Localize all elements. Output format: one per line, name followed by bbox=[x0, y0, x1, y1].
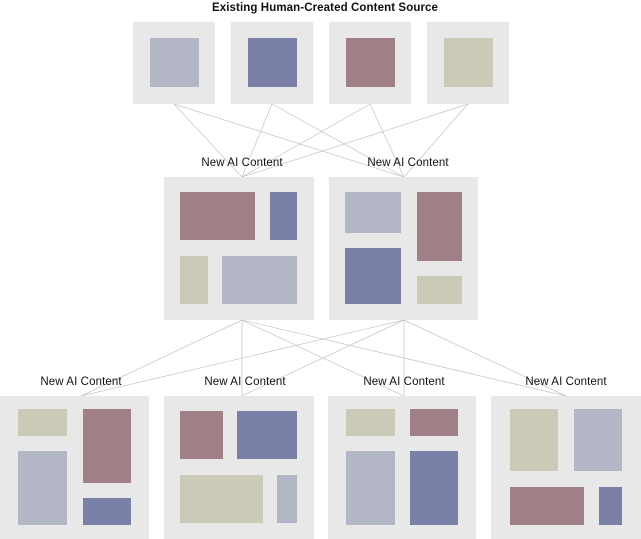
edge-mid-1-to-bottom-1 bbox=[80, 319, 243, 397]
edge-source-4-to-mid-2 bbox=[403, 103, 469, 178]
content-panels bbox=[0, 22, 641, 539]
bottom-2-label: New AI Content bbox=[204, 376, 286, 388]
content-block-khaki bbox=[346, 409, 395, 436]
content-block-slate bbox=[18, 451, 67, 525]
panel-bottom-1 bbox=[0, 396, 149, 539]
content-block-blue bbox=[410, 451, 458, 525]
content-block-mauve bbox=[510, 487, 584, 525]
panel-source-4 bbox=[427, 22, 509, 104]
edge-source-3-to-mid-1 bbox=[241, 103, 371, 178]
content-block-blue bbox=[237, 411, 297, 459]
content-block-mauve bbox=[180, 192, 255, 240]
panel-bottom-3 bbox=[328, 396, 476, 539]
panel-mid-right bbox=[329, 177, 478, 320]
content-block-khaki bbox=[417, 276, 462, 304]
content-block-mauve bbox=[417, 192, 462, 261]
content-block-khaki bbox=[510, 409, 558, 471]
content-block-blue bbox=[248, 38, 297, 87]
mid-right-label: New AI Content bbox=[367, 157, 449, 169]
mid-left-label: New AI Content bbox=[201, 157, 283, 169]
content-block-khaki bbox=[444, 38, 493, 87]
edge-source-3-to-mid-2 bbox=[369, 103, 405, 178]
edge-source-1-to-mid-1 bbox=[173, 103, 243, 178]
content-block-khaki bbox=[18, 409, 67, 436]
edge-mid-2-to-bottom-4 bbox=[403, 319, 567, 397]
content-block-khaki bbox=[180, 256, 208, 304]
content-block-slate bbox=[222, 256, 297, 304]
content-block-blue bbox=[83, 498, 131, 525]
panel-mid-left bbox=[164, 177, 314, 320]
content-block-blue bbox=[345, 248, 401, 304]
panel-source-1 bbox=[133, 22, 215, 104]
panel-source-3 bbox=[329, 22, 411, 104]
content-block-blue bbox=[599, 487, 622, 525]
content-block-blue bbox=[270, 192, 297, 240]
content-block-mauve bbox=[346, 38, 395, 87]
content-block-slate bbox=[150, 38, 199, 87]
bottom-4-label: New AI Content bbox=[525, 376, 607, 388]
content-block-slate bbox=[574, 409, 622, 471]
bottom-3-label: New AI Content bbox=[363, 376, 445, 388]
connection-lines bbox=[80, 103, 567, 397]
edge-mid-2-to-bottom-2 bbox=[241, 319, 405, 397]
diagram-title: Existing Human-Created Content Source bbox=[211, 2, 439, 14]
content-block-mauve bbox=[180, 411, 223, 459]
content-block-mauve bbox=[83, 409, 131, 483]
edge-source-1-to-mid-2 bbox=[173, 103, 405, 178]
content-block-slate bbox=[277, 475, 297, 523]
edge-source-2-to-mid-1 bbox=[241, 103, 273, 178]
panel-bottom-4 bbox=[491, 396, 641, 539]
panel-bottom-2 bbox=[164, 396, 314, 539]
content-block-mauve bbox=[410, 409, 458, 436]
edge-source-2-to-mid-2 bbox=[271, 103, 405, 178]
bottom-1-label: New AI Content bbox=[40, 376, 122, 388]
panel-source-2 bbox=[231, 22, 313, 104]
content-block-khaki bbox=[180, 475, 263, 523]
edge-source-4-to-mid-1 bbox=[241, 103, 469, 178]
edge-mid-2-to-bottom-1 bbox=[80, 319, 405, 397]
content-block-slate bbox=[346, 451, 395, 525]
content-block-slate bbox=[345, 192, 401, 233]
